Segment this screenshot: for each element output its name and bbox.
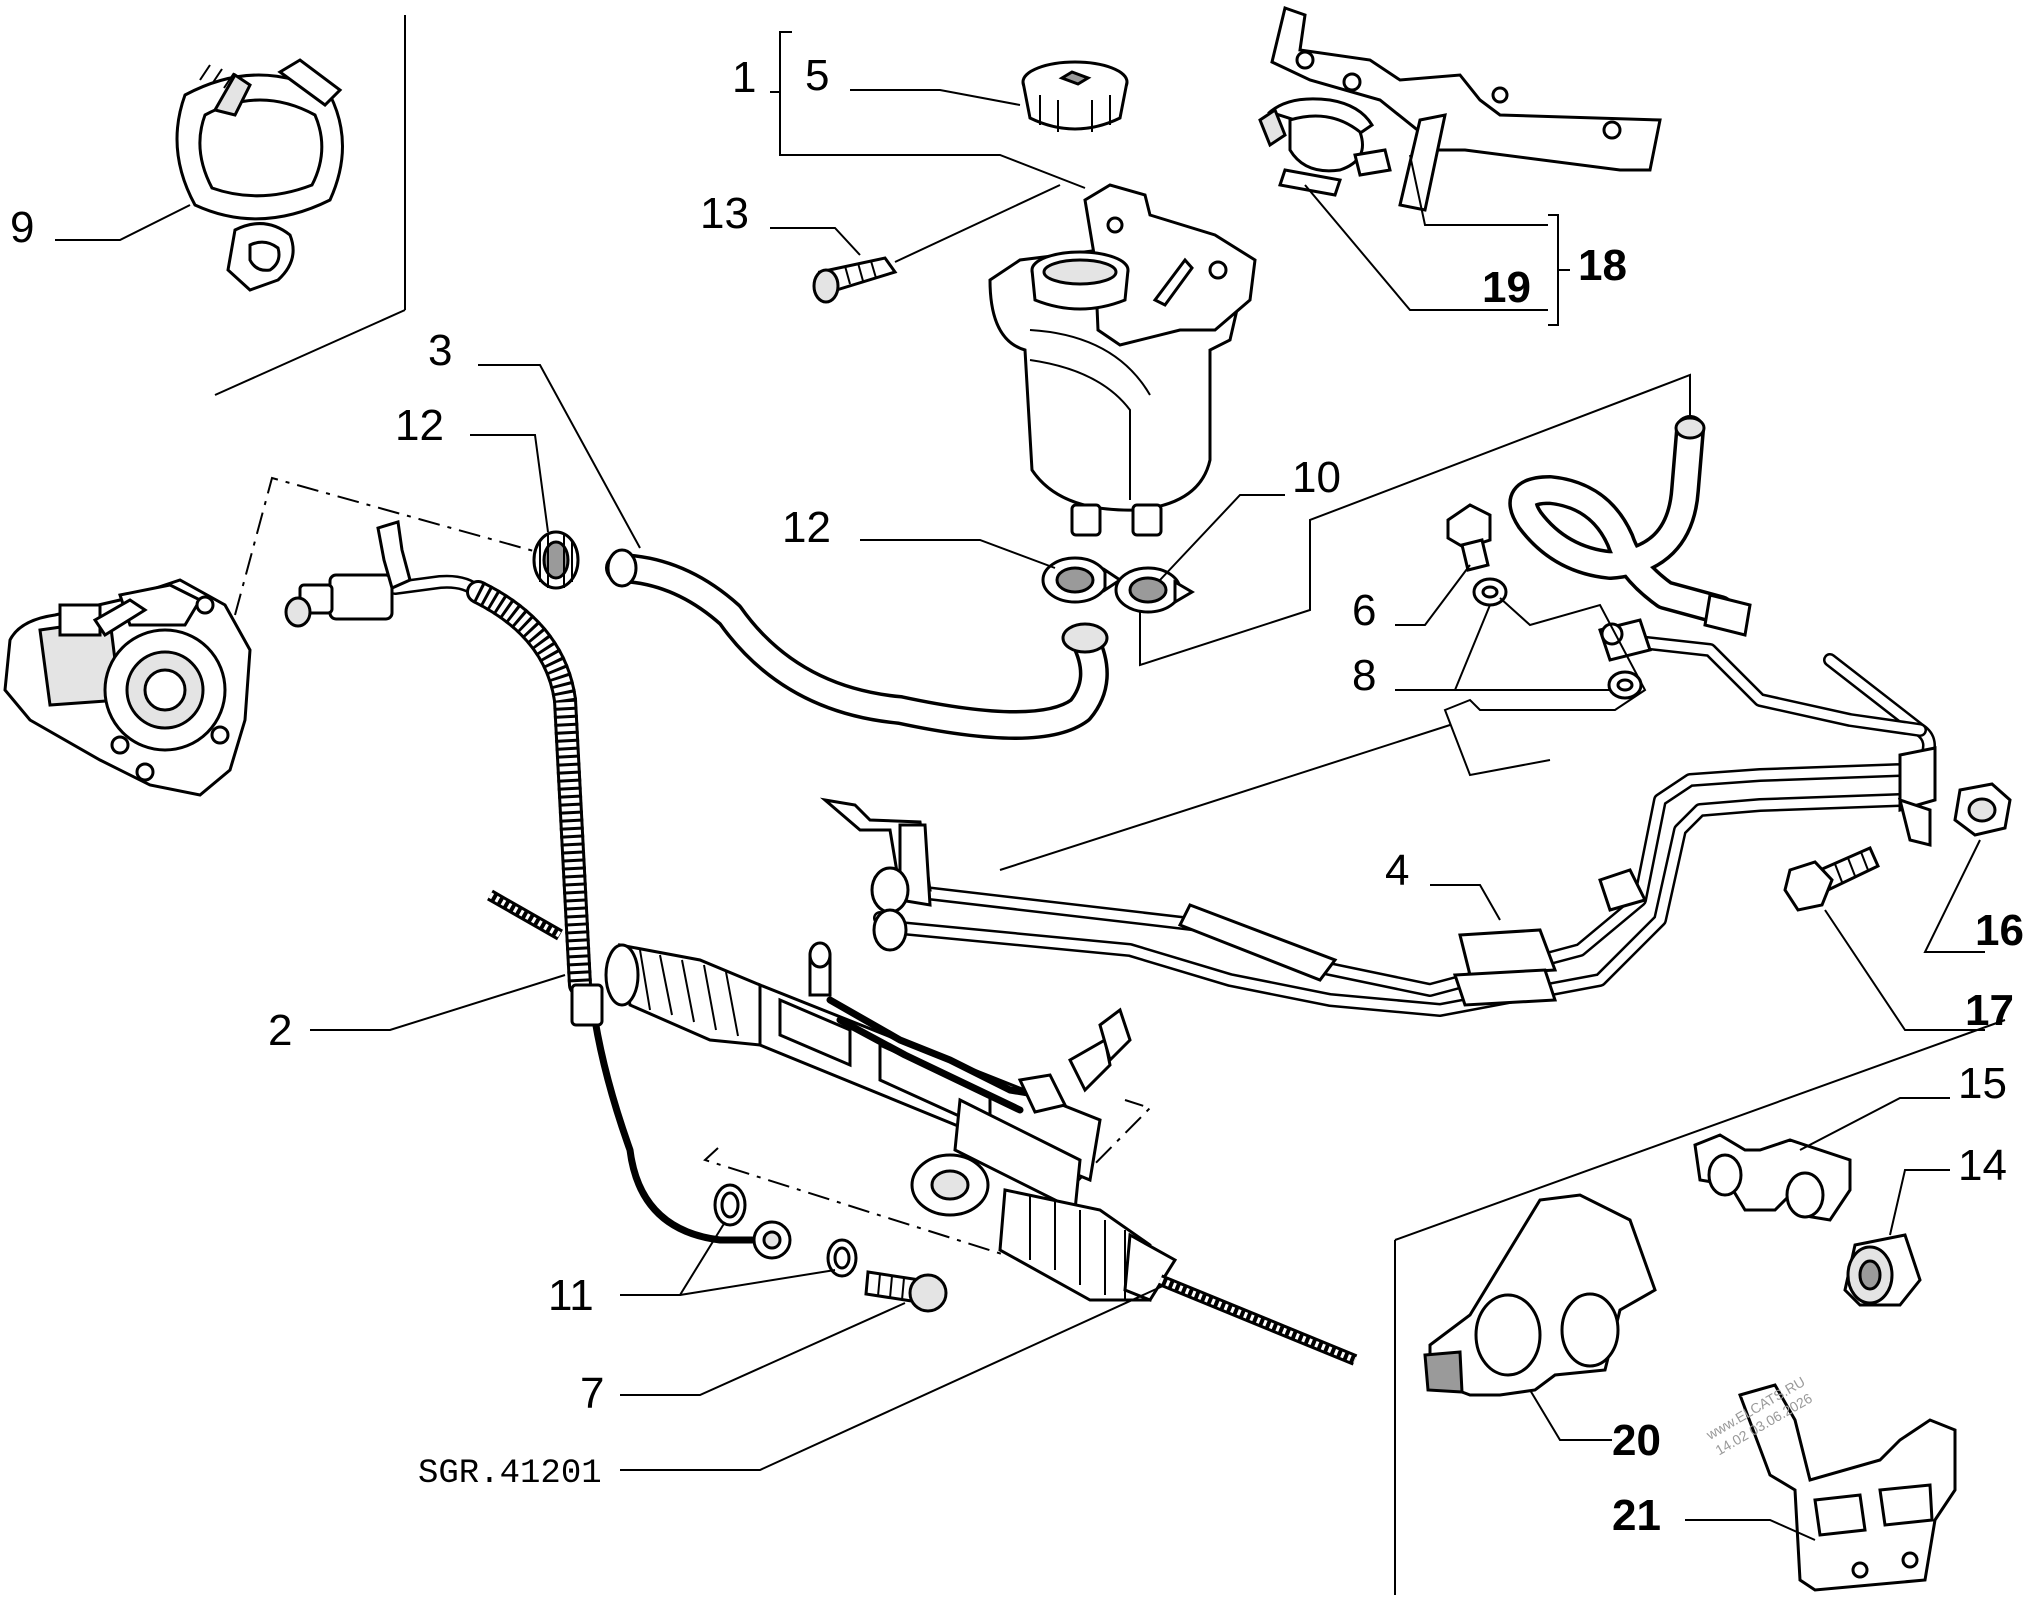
part-double-pipe-clip (1693, 1133, 1852, 1222)
callout-8: 8 (1352, 651, 1376, 700)
callout-10: 10 (1292, 453, 1341, 502)
part-nut (1953, 782, 2012, 837)
part-pipe-assembly (819, 415, 1937, 1017)
part-union-bolt (1446, 503, 1492, 572)
part-grommet (1843, 1233, 1922, 1307)
divider-bottom-right-diag (1394, 1019, 2006, 1241)
callout-9: 9 (10, 203, 34, 252)
part-washers (1472, 577, 1643, 700)
part-pipe-bracket-clip (1738, 1383, 1957, 1592)
reference-code: SGR.41201 (418, 1455, 602, 1493)
callout-13: 13 (700, 189, 749, 238)
callout-16: 16 (1975, 906, 2024, 955)
part-fluid-reservoir (988, 183, 1257, 537)
callout-18: 18 (1578, 241, 1627, 290)
divider-top-left-diag (214, 309, 406, 396)
assembly-line-pump (234, 476, 549, 616)
callout-2: 2 (268, 1006, 292, 1055)
part-large-pipe-clip (1423, 1193, 1657, 1397)
part-banjo-bolt (864, 1270, 948, 1313)
assembly-line-rack-seals (703, 1099, 1152, 1257)
callout-4: 4 (1385, 846, 1409, 895)
callout-14: 14 (1958, 1141, 2007, 1190)
part-seal-rings (713, 1183, 858, 1278)
part-reservoir-cap (1021, 60, 1129, 132)
part-hose-clamp (175, 58, 344, 292)
part-pressure-hose (284, 520, 792, 1260)
part-mounting-bracket (1258, 6, 1662, 212)
part-bracket-bolt (1783, 846, 1880, 912)
callout-6: 6 (1352, 586, 1376, 635)
callout-11: 11 (548, 1271, 594, 1320)
part-reservoir-bolt (812, 256, 898, 304)
callout-19: 19 (1482, 263, 1531, 312)
callout-17: 17 (1965, 986, 2014, 1035)
callout-12-left: 12 (395, 401, 444, 450)
callout-5: 5 (805, 51, 829, 100)
callout-15: 15 (1958, 1059, 2007, 1108)
callout-7: 7 (580, 1369, 604, 1418)
part-return-hose (605, 548, 1109, 740)
callout-21: 21 (1612, 1491, 1661, 1540)
part-hose-clip-reservoir (1041, 556, 1123, 604)
callout-labels: 1 2 3 4 5 6 7 8 9 10 11 12 12 13 14 15 1… (10, 51, 2024, 1540)
callout-20: 20 (1612, 1416, 1661, 1465)
callout-12-right: 12 (782, 503, 831, 552)
part-hose-clip-left (532, 530, 580, 590)
leader-lines (55, 31, 1985, 1541)
callout-3: 3 (428, 326, 452, 375)
part-steering-rack (487, 889, 1358, 1366)
part-hose-clip-outlet (1114, 566, 1195, 614)
part-power-steering-pump (3, 578, 252, 797)
callout-1: 1 (732, 53, 756, 102)
